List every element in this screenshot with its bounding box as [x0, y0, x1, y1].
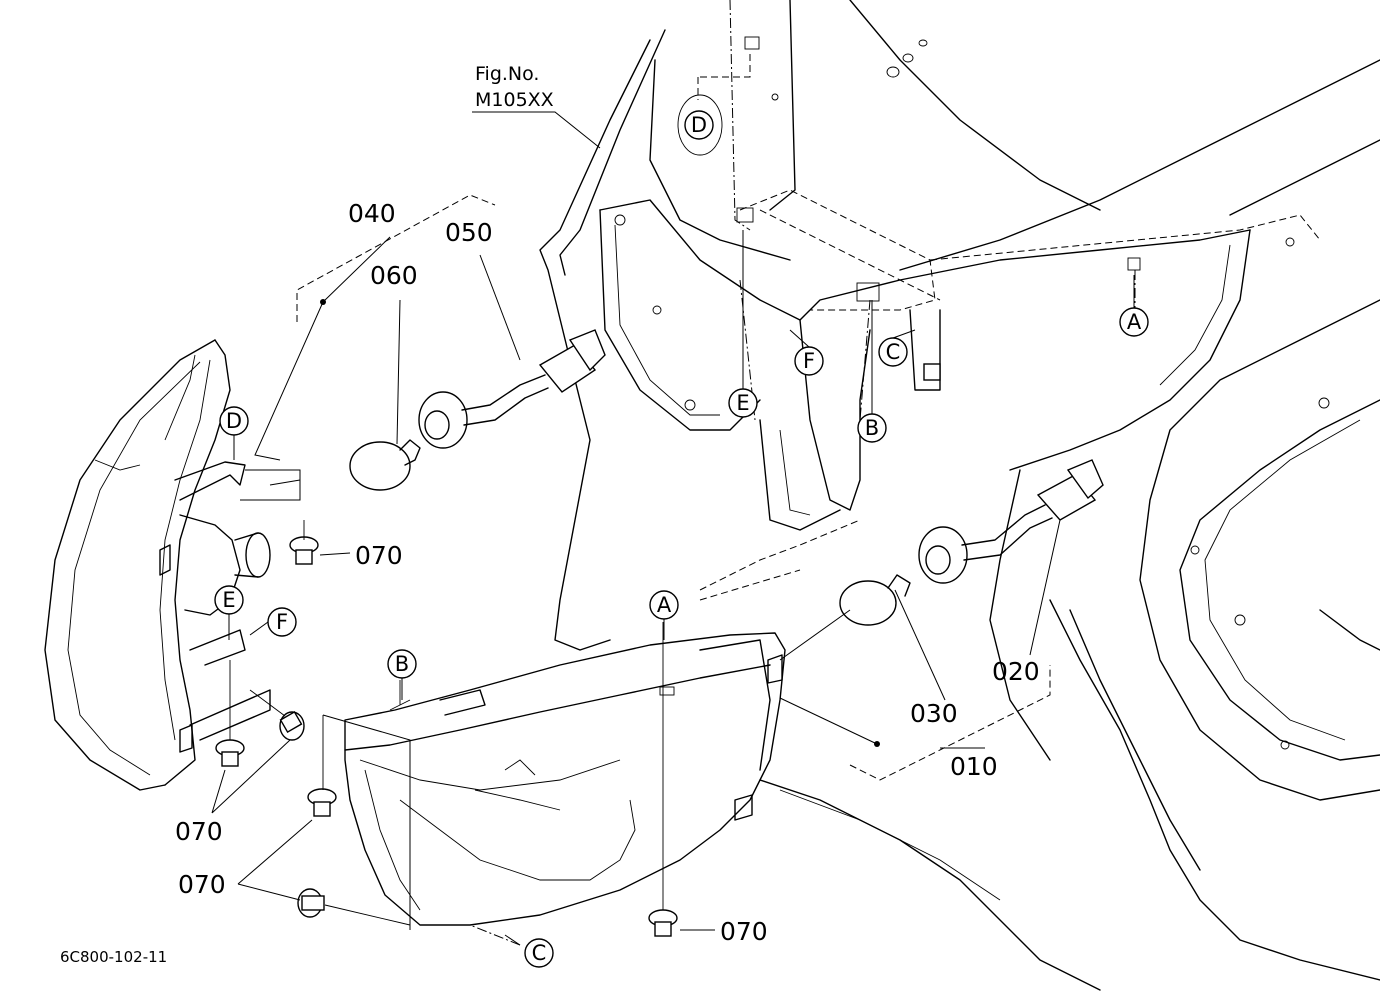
callout-c-bottom-text: C	[532, 941, 547, 965]
screw-070-b	[215, 660, 245, 767]
screw-070-d	[307, 715, 337, 817]
callout-d-top: D	[684, 110, 714, 140]
figure-reference: Fig.No. M105XX	[472, 63, 601, 149]
callout-e-top-text: E	[736, 391, 749, 415]
callout-b-right: B	[387, 649, 417, 679]
callout-b-top: B	[857, 413, 887, 443]
callout-a-top-text: A	[1127, 310, 1142, 334]
callout-f-left-text: F	[276, 610, 288, 634]
callout-a-right-text: A	[657, 593, 672, 617]
left-headlight-assembly	[44, 194, 606, 814]
part-label-010: 010	[950, 752, 998, 781]
part-label-050: 050	[445, 218, 493, 247]
part-label-030: 030	[910, 699, 958, 728]
part-label-070-d: 070	[720, 917, 768, 946]
part-label-070-c: 070	[178, 870, 226, 899]
callout-e-top: E	[728, 388, 758, 418]
callout-d-top-text: D	[691, 113, 707, 137]
part-label-040: 040	[348, 199, 396, 228]
callout-b-top-text: B	[865, 416, 879, 440]
callout-d-left: D	[219, 406, 249, 436]
right-headlight-assembly	[237, 459, 1104, 946]
callout-e-left: E	[214, 585, 244, 615]
screw-070-c	[249, 689, 305, 741]
part-label-070-b: 070	[175, 817, 223, 846]
part-label-060: 060	[370, 261, 418, 290]
drawing-code: 6C800-102-11	[60, 948, 167, 966]
screw-070-a	[289, 520, 351, 565]
callout-d-left-text: D	[226, 409, 242, 433]
callout-a-top: A	[1119, 307, 1149, 337]
screw-070-e	[297, 888, 411, 926]
figure-ref-line1: Fig.No.	[475, 63, 539, 85]
callout-c-top-text: C	[886, 340, 901, 364]
callout-a-right: A	[649, 590, 679, 620]
screw-070-f	[648, 622, 715, 937]
callout-f-top-text: F	[803, 349, 815, 373]
callout-c-bottom: C	[524, 938, 554, 968]
callout-f-top: F	[794, 346, 824, 376]
callout-c-top: C	[878, 337, 908, 367]
figure-ref-line2: M105XX	[475, 89, 554, 111]
part-label-070-a: 070	[355, 541, 403, 570]
part-label-020: 020	[992, 657, 1040, 686]
callout-e-left-text: E	[222, 588, 235, 612]
bonnet-panel	[539, 0, 1380, 991]
callout-b-right-text: B	[395, 652, 409, 676]
callout-f-left: F	[267, 607, 297, 637]
